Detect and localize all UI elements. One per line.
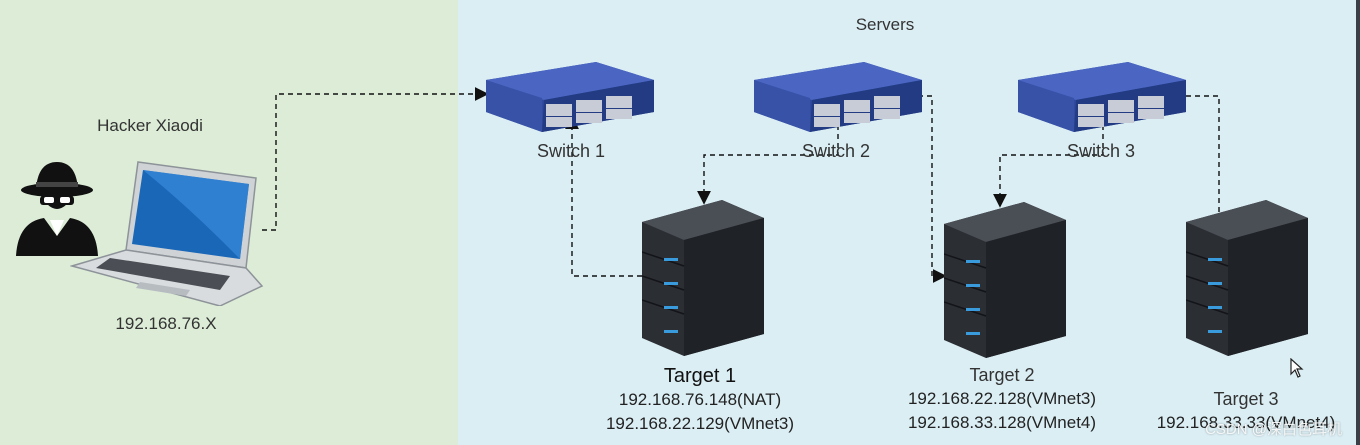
switch-icon — [1018, 62, 1186, 132]
target-1-name: Target 1 — [663, 365, 737, 387]
attacker-name: Hacker Xiaodi — [97, 116, 203, 135]
hacker-icon — [16, 162, 98, 256]
switch-icon — [486, 62, 654, 132]
target-2-ip-1: 192.168.22.128(VMnet3) — [907, 389, 1097, 408]
switch-icon — [754, 62, 922, 132]
target-2-ip-2: 192.168.33.128(VMnet4) — [907, 413, 1097, 432]
target-1-ip-2: 192.168.22.129(VMnet3) — [605, 414, 795, 433]
switch-1-label: Switch 1 — [536, 141, 606, 161]
target-3-ip-1: 192.168.33.33(VMnet4) — [1156, 413, 1336, 432]
target-2-name: Target 2 — [969, 365, 1035, 385]
switch-3-label: Switch 3 — [1066, 141, 1136, 161]
server-icon — [642, 200, 764, 356]
mouse-cursor-icon — [1290, 358, 1304, 378]
target-3-name: Target 3 — [1213, 389, 1279, 409]
watermark: CSDN @深白色耳机 — [1205, 421, 1342, 438]
servers-title: Servers — [855, 15, 915, 34]
laptop-icon — [70, 161, 264, 306]
switch-2-label: Switch 2 — [801, 141, 871, 161]
server-icon — [1186, 200, 1308, 356]
window-edge — [1356, 0, 1360, 445]
target-1-ip-1: 192.168.76.148(NAT) — [618, 390, 782, 409]
server-icon — [944, 202, 1066, 358]
attacker-ip: 192.168.76.X — [115, 314, 217, 333]
